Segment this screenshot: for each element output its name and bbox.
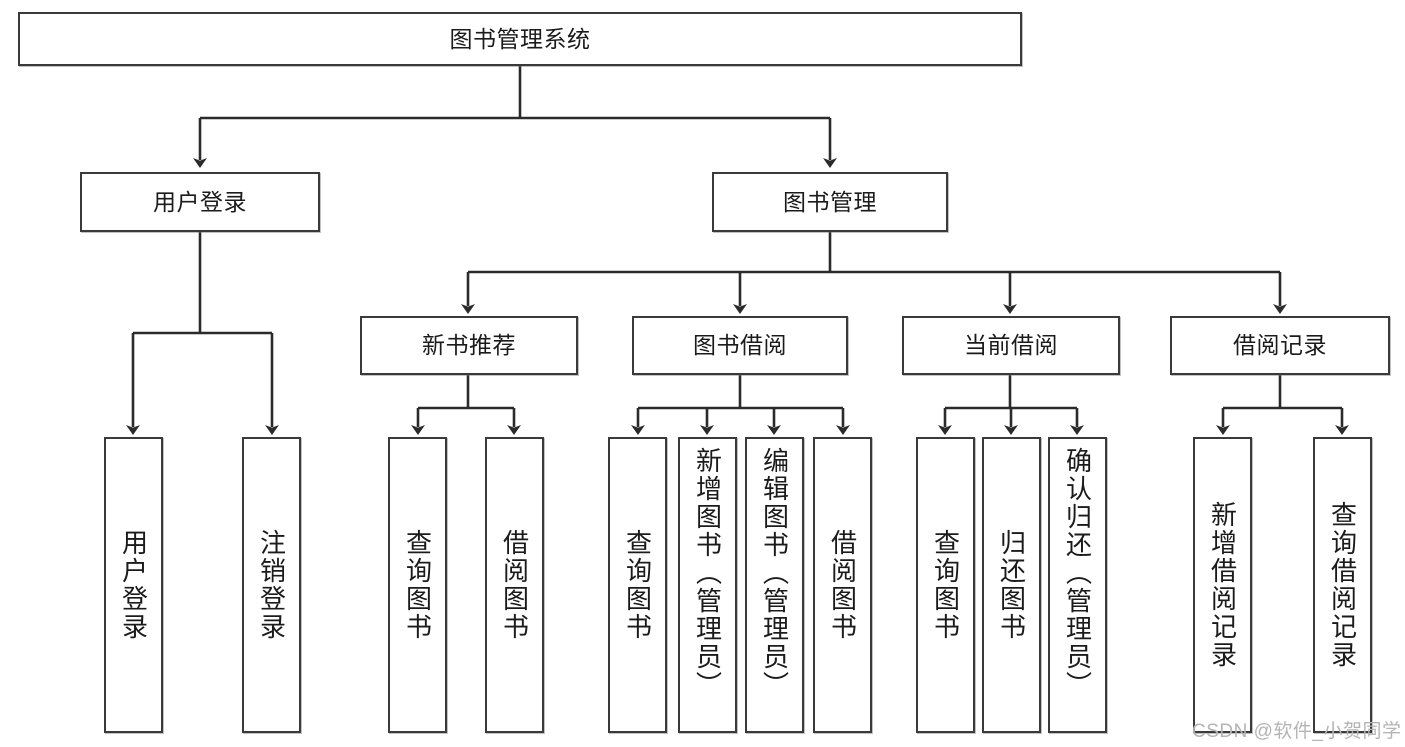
edge-group-book-management bbox=[461, 232, 1287, 314]
leaf-query-record-label: 查询借阅记录 bbox=[1327, 501, 1358, 669]
leaf-return-book-label: 归还图书 bbox=[996, 529, 1027, 641]
leaf-query-book-1-label: 查询图书 bbox=[402, 529, 433, 641]
node-root-label: 图书管理系统 bbox=[449, 25, 591, 52]
node-user-login-label: 用户登录 bbox=[153, 188, 247, 215]
node-user-login[interactable]: 用户登录 bbox=[80, 172, 320, 232]
leaf-user-login[interactable]: 用户登录 bbox=[104, 437, 163, 733]
edge-group-borrow-record bbox=[1216, 375, 1349, 435]
leaf-borrow-book-1[interactable]: 借阅图书 bbox=[485, 437, 544, 733]
node-current-borrow[interactable]: 当前借阅 bbox=[902, 316, 1120, 375]
edge-group-book-borrow bbox=[631, 375, 850, 435]
node-borrow-record[interactable]: 借阅记录 bbox=[1170, 316, 1390, 375]
node-book-borrow[interactable]: 图书借阅 bbox=[632, 316, 848, 375]
node-new-book-recommend[interactable]: 新书推荐 bbox=[360, 316, 578, 375]
edge-group-root bbox=[193, 66, 837, 168]
leaf-query-book-3-label: 查询图书 bbox=[930, 529, 961, 641]
node-book-management[interactable]: 图书管理 bbox=[712, 172, 948, 232]
leaf-query-book-2-label: 查询图书 bbox=[622, 529, 653, 641]
node-current-borrow-label: 当前借阅 bbox=[964, 332, 1058, 359]
edge-group-user-login bbox=[126, 232, 279, 435]
leaf-query-book-1[interactable]: 查询图书 bbox=[388, 437, 447, 733]
edge-group-current-borrow bbox=[938, 375, 1084, 435]
leaf-add-book[interactable]: 新增图书（管理员） bbox=[678, 437, 737, 733]
leaf-user-logout-label: 注销登录 bbox=[256, 529, 287, 641]
edge-group-new-book-recommend bbox=[411, 375, 521, 435]
leaf-borrow-book-1-label: 借阅图书 bbox=[499, 529, 530, 641]
leaf-query-book-3[interactable]: 查询图书 bbox=[916, 437, 975, 733]
leaf-query-record[interactable]: 查询借阅记录 bbox=[1313, 437, 1372, 733]
leaf-edit-book[interactable]: 编辑图书（管理员） bbox=[745, 437, 804, 733]
leaf-borrow-book-2[interactable]: 借阅图书 bbox=[813, 437, 872, 733]
leaf-user-login-label: 用户登录 bbox=[118, 529, 149, 641]
leaf-confirm-return-label: 确认归还（管理员） bbox=[1062, 447, 1093, 699]
leaf-user-logout[interactable]: 注销登录 bbox=[242, 437, 301, 733]
leaf-return-book[interactable]: 归还图书 bbox=[982, 437, 1041, 733]
node-book-management-label: 图书管理 bbox=[783, 188, 877, 215]
leaf-add-record[interactable]: 新增借阅记录 bbox=[1193, 437, 1252, 733]
leaf-borrow-book-2-label: 借阅图书 bbox=[827, 529, 858, 641]
leaf-edit-book-label: 编辑图书（管理员） bbox=[759, 447, 790, 699]
node-book-borrow-label: 图书借阅 bbox=[693, 332, 787, 359]
leaf-query-book-2[interactable]: 查询图书 bbox=[608, 437, 667, 733]
leaf-add-book-label: 新增图书（管理员） bbox=[692, 447, 723, 699]
node-root[interactable]: 图书管理系统 bbox=[18, 12, 1022, 66]
node-borrow-record-label: 借阅记录 bbox=[1233, 332, 1327, 359]
leaf-confirm-return[interactable]: 确认归还（管理员） bbox=[1048, 437, 1107, 733]
node-new-book-recommend-label: 新书推荐 bbox=[422, 332, 516, 359]
leaf-add-record-label: 新增借阅记录 bbox=[1207, 501, 1238, 669]
watermark: CSDN @软件_小贺同学 bbox=[1192, 721, 1402, 742]
